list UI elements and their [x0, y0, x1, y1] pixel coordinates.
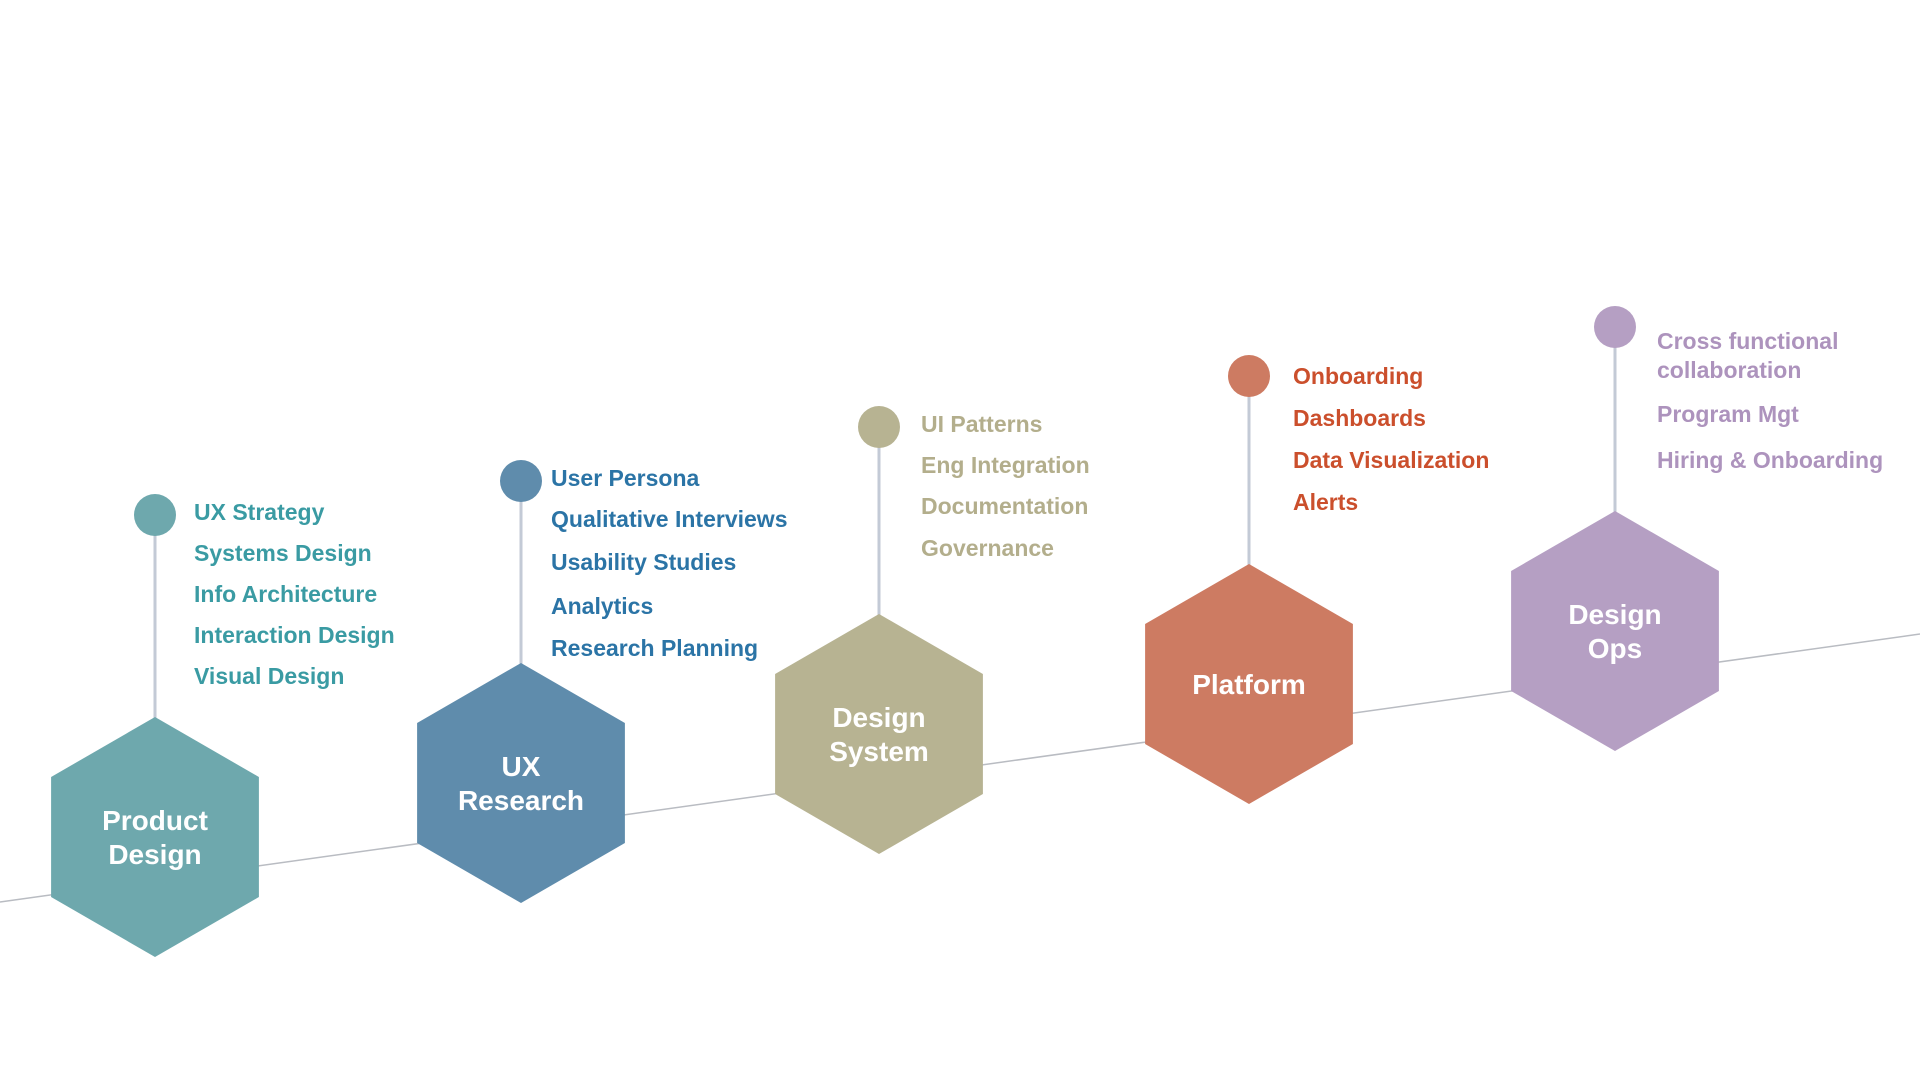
product-design-label-line: Product — [102, 805, 208, 836]
ux-research-label-line: Research — [458, 785, 584, 816]
platform-label-line: Platform — [1192, 669, 1306, 700]
platform-item: Onboarding — [1293, 363, 1423, 389]
design-system-item: Governance — [921, 535, 1054, 561]
ux-research-item: User Persona — [551, 465, 700, 491]
ux-research-dot — [500, 460, 542, 502]
product-design-dot — [134, 494, 176, 536]
platform-item: Data Visualization — [1293, 447, 1489, 473]
design-system-label-line: Design — [832, 702, 925, 733]
design-system-label-line: System — [829, 736, 929, 767]
design-system-item: Documentation — [921, 493, 1088, 519]
platform-item: Alerts — [1293, 489, 1358, 515]
product-design-label-line: Design — [108, 839, 201, 870]
design-ops-item: Program Mgt — [1657, 401, 1799, 427]
design-system-item: Eng Integration — [921, 452, 1090, 478]
platform-hexagon[interactable] — [1145, 564, 1353, 804]
product-design-item: Systems Design — [194, 540, 372, 566]
ux-research-label-line: UX — [502, 751, 541, 782]
design-ops-item: Cross functional — [1657, 328, 1838, 354]
design-system-item: UI Patterns — [921, 411, 1042, 437]
design-system-dot — [858, 406, 900, 448]
design-ops-label-line: Design — [1568, 599, 1661, 630]
product-design-item: Interaction Design — [194, 622, 395, 648]
design-ops-item: collaboration — [1657, 357, 1801, 383]
design-ops-hexagon[interactable] — [1511, 511, 1719, 751]
ux-research-hexagon[interactable] — [417, 663, 625, 903]
ux-research-item: Research Planning — [551, 635, 758, 661]
product-design-hexagon[interactable] — [51, 717, 259, 957]
design-system-hexagon[interactable] — [775, 614, 983, 854]
ux-research-item: Usability Studies — [551, 549, 736, 575]
platform-dot — [1228, 355, 1270, 397]
ux-research-item: Analytics — [551, 593, 653, 619]
product-design-item: UX Strategy — [194, 499, 325, 525]
design-ops-label-line: Ops — [1588, 633, 1642, 664]
product-design-item: Info Architecture — [194, 581, 377, 607]
ux-research-item: Qualitative Interviews — [551, 506, 787, 532]
platform-item: Dashboards — [1293, 405, 1426, 431]
design-ops-item: Hiring & Onboarding — [1657, 447, 1883, 473]
design-ops-dot — [1594, 306, 1636, 348]
product-design-item: Visual Design — [194, 663, 344, 689]
